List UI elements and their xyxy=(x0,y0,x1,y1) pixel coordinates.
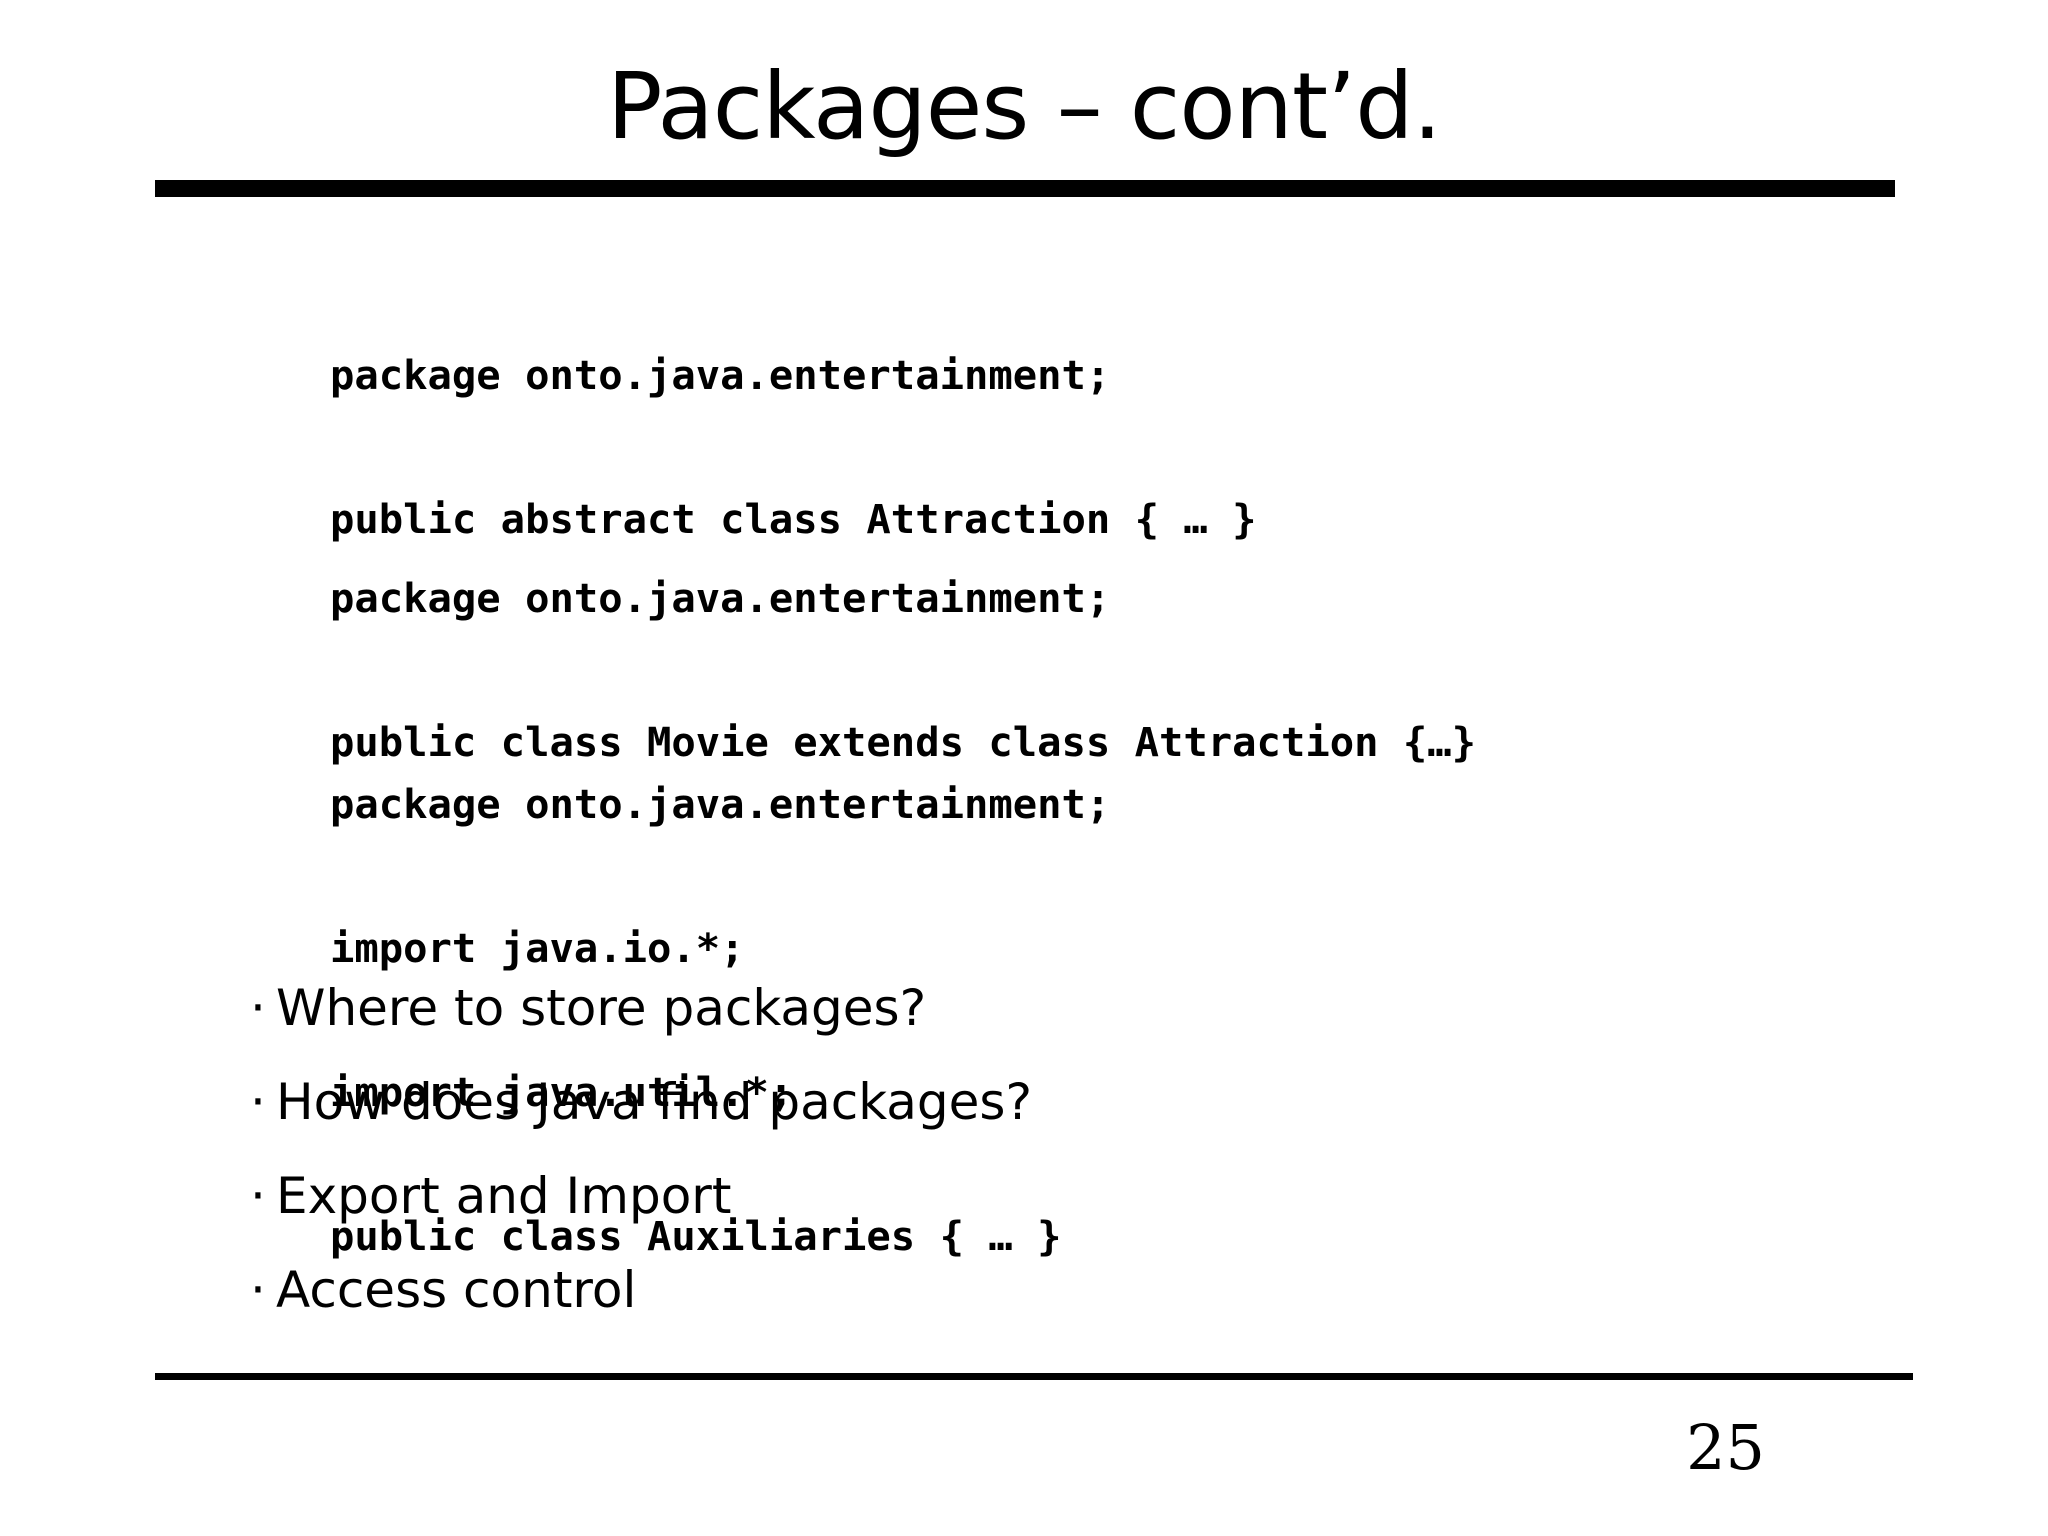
code-line: public class Auxiliaries { … } xyxy=(330,1212,1062,1260)
footer-divider xyxy=(155,1373,1913,1380)
code-block-movie: package onto.java.entertainment; public … xyxy=(330,478,1476,814)
bullet-marker: · xyxy=(250,1261,266,1319)
bullet-item: · Where to store packages? xyxy=(250,972,1032,1066)
bullet-item: · How does Java find packages? xyxy=(250,1066,1032,1160)
bullet-text: Where to store packages? xyxy=(276,979,927,1037)
bullet-item: · Export and Import xyxy=(250,1160,1032,1254)
code-line: public class Movie extends class Attract… xyxy=(330,718,1477,766)
title-divider xyxy=(155,180,1895,197)
code-line: package onto.java.entertainment; xyxy=(330,351,1111,399)
bullet-marker: · xyxy=(250,1167,266,1225)
code-line: package onto.java.entertainment; xyxy=(330,780,1111,828)
bullet-list: · Where to store packages? · How does Ja… xyxy=(250,972,1032,1348)
bullet-marker: · xyxy=(250,979,266,1037)
code-block-auxiliaries: package onto.java.entertainment; import … xyxy=(330,684,1110,1308)
code-line: import java.util.*; xyxy=(330,1068,794,1116)
bullet-item: · Access control xyxy=(250,1254,1032,1348)
page-number: 25 xyxy=(1686,1411,1765,1484)
code-line: public abstract class Attraction { … } xyxy=(330,495,1257,543)
bullet-text: How does Java find packages? xyxy=(276,1073,1033,1131)
code-block-attraction: package onto.java.entertainment; public … xyxy=(330,255,1257,591)
code-line: import java.io.*; xyxy=(330,924,745,972)
slide-title: Packages – cont’d. xyxy=(607,53,1442,160)
bullet-marker: · xyxy=(250,1073,266,1131)
bullet-text: Export and Import xyxy=(276,1167,732,1225)
bullet-text: Access control xyxy=(276,1261,637,1319)
code-line: package onto.java.entertainment; xyxy=(330,574,1111,622)
